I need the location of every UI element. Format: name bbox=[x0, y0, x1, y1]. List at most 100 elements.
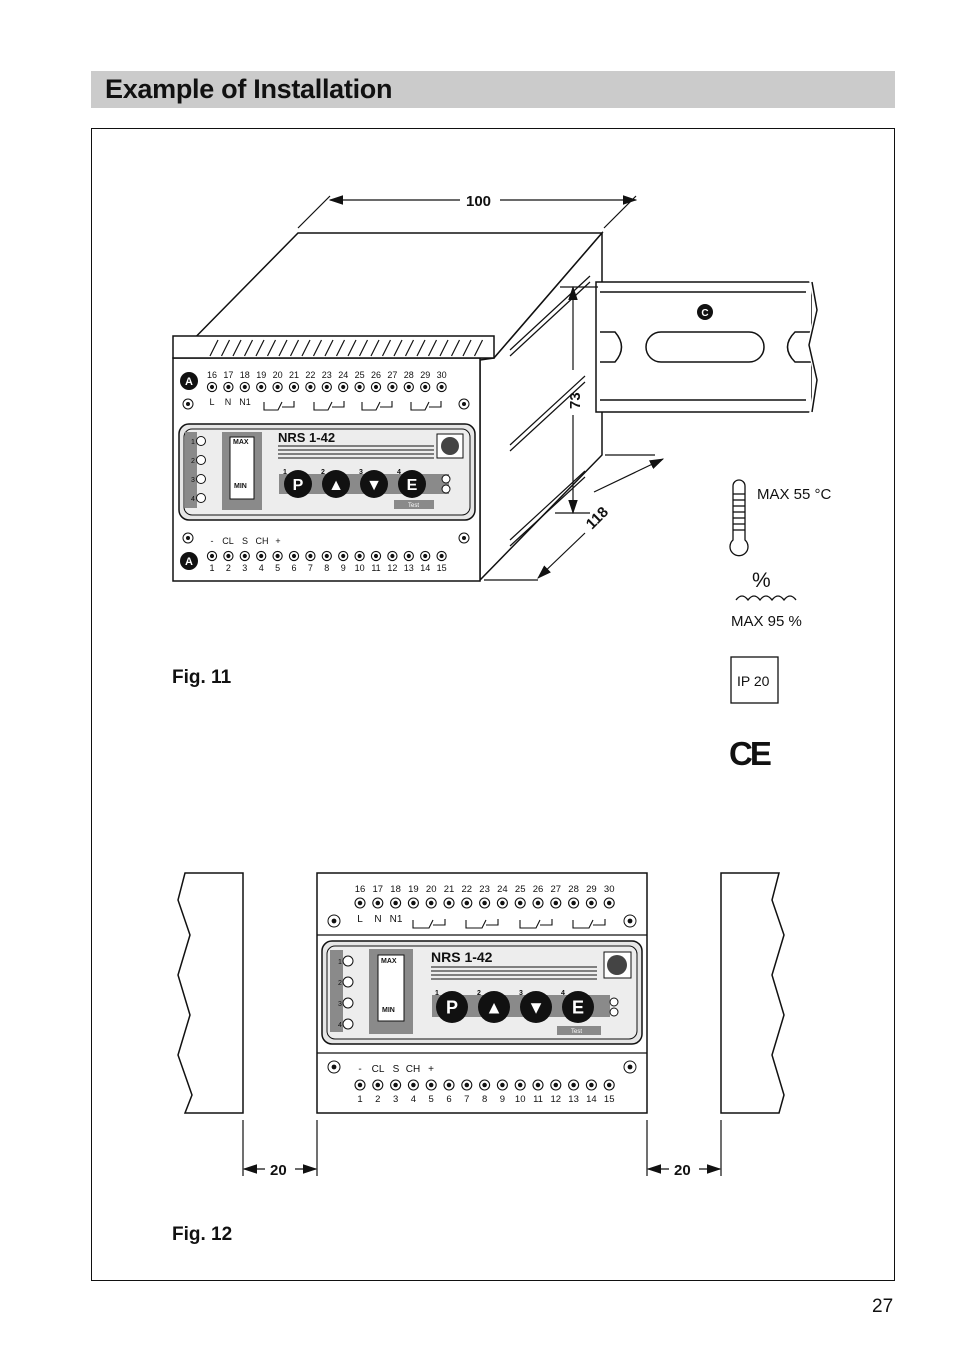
fig11-top-marker: L bbox=[209, 397, 214, 407]
front-button bbox=[562, 991, 594, 1023]
led-indicator bbox=[342, 1018, 354, 1030]
fig11-bottom-marker: CH bbox=[256, 536, 269, 546]
fig11-top-terminal-label: 30 bbox=[437, 370, 447, 380]
fig11-bottom-terminal-label: 4 bbox=[259, 563, 264, 573]
fig11-top-terminal-label: 17 bbox=[223, 370, 233, 380]
fig11-bottom-terminal-label: 12 bbox=[387, 563, 397, 573]
led-number: 4 bbox=[191, 496, 195, 503]
fig11-top-terminal-label: 18 bbox=[240, 370, 250, 380]
front-button-label: P bbox=[446, 997, 458, 1017]
led-number: 3 bbox=[191, 477, 195, 484]
fig12-bottom-marker: + bbox=[428, 1064, 434, 1075]
fig12-max-label: MAX bbox=[381, 958, 397, 965]
fig12-top-terminal-label: 27 bbox=[551, 884, 562, 895]
fig12-test-label: Test bbox=[571, 1029, 582, 1035]
front-button-number: 1 bbox=[283, 469, 287, 476]
front-button-label: ▼ bbox=[527, 997, 545, 1017]
fig12-top-terminal-label: 25 bbox=[515, 884, 526, 895]
fig11-vent-slots bbox=[209, 339, 484, 357]
fig12-top-terminal-label: 30 bbox=[604, 884, 615, 895]
terminal-marker-top-label: A bbox=[185, 376, 193, 388]
dim-height-label: 73 bbox=[567, 392, 584, 409]
fig11-bottom-terminal-label: 9 bbox=[341, 563, 346, 573]
front-button bbox=[398, 470, 426, 498]
led-number: 2 bbox=[191, 458, 195, 465]
led-indicator bbox=[196, 436, 206, 446]
fig11-min-label: MIN bbox=[234, 483, 247, 490]
terminal-marker-bottom bbox=[180, 552, 198, 570]
fig12-buttons: P1▲2▼3E4 bbox=[435, 990, 619, 1023]
front-button-number: 2 bbox=[321, 469, 325, 476]
fig11-top-terminal-label: 21 bbox=[289, 370, 299, 380]
fig11-device-label: NRS 1-42 bbox=[278, 430, 335, 445]
led-number: 3 bbox=[338, 1001, 342, 1008]
front-button-number: 3 bbox=[359, 469, 363, 476]
fig12-top-marker: L bbox=[357, 914, 363, 925]
rail-marker-label: C bbox=[701, 308, 708, 319]
fig12-top-terminal-label: 26 bbox=[533, 884, 544, 895]
humidity-icon: % bbox=[752, 569, 771, 592]
led-indicator bbox=[196, 493, 206, 503]
fig12-bottom-terminal-label: 1 bbox=[357, 1094, 362, 1105]
dim-width-label: 100 bbox=[466, 193, 491, 210]
led-number: 1 bbox=[191, 439, 195, 446]
fig12-top-terminal-label: 18 bbox=[390, 884, 401, 895]
fig11-bottom-marker: + bbox=[275, 536, 280, 546]
fig11-buttons: P1▲2▼3E4 bbox=[283, 469, 451, 498]
fig12-bottom-terminal-label: 6 bbox=[446, 1094, 451, 1105]
fig11-bottom-terminal-label: 14 bbox=[420, 563, 430, 573]
fig11-bottom-terminal-label: 10 bbox=[355, 563, 365, 573]
fig12-top-terminal-label: 22 bbox=[462, 884, 473, 895]
fig11-bottom-terminal-label: 3 bbox=[242, 563, 247, 573]
fig12-top-terminal-label: 28 bbox=[568, 884, 579, 895]
fig12-top-terminal-label: 16 bbox=[355, 884, 366, 895]
fig11-front-panel bbox=[178, 423, 476, 521]
front-button-number: 4 bbox=[397, 469, 401, 476]
fig11-top-terminal-label: 24 bbox=[338, 370, 348, 380]
fig12-bottom-marker: CH bbox=[406, 1064, 420, 1075]
front-button-number: 1 bbox=[435, 990, 439, 997]
dim-depth-label: 118 bbox=[583, 504, 612, 533]
front-button bbox=[360, 470, 388, 498]
led-indicator bbox=[342, 997, 354, 1009]
led-indicator bbox=[196, 474, 206, 484]
front-button-number: 3 bbox=[519, 990, 523, 997]
fig12-top-terminal-label: 29 bbox=[586, 884, 597, 895]
front-button bbox=[520, 991, 552, 1023]
fig11-bottom-terminal-label: 15 bbox=[437, 563, 447, 573]
terminal-marker-bottom-label: A bbox=[185, 556, 193, 568]
fig11-top-terminal-label: 28 bbox=[404, 370, 414, 380]
protection-spec: IP 20 bbox=[737, 673, 770, 689]
fig11-bottom-terminal-label: 7 bbox=[308, 563, 313, 573]
fig11-caption: Fig. 11 bbox=[172, 667, 232, 688]
fig12-top-terminal-label: 23 bbox=[479, 884, 490, 895]
fig12-bottom-terminal-label: 14 bbox=[586, 1094, 597, 1105]
fig11-top-terminal-label: 29 bbox=[420, 370, 430, 380]
fig12-bottom-marker: - bbox=[358, 1064, 361, 1075]
fig12-bottom-terminal-label: 8 bbox=[482, 1094, 487, 1105]
fig11-test-label: Test bbox=[408, 503, 419, 509]
front-button-label: E bbox=[407, 477, 418, 494]
fig11-top-marker: N bbox=[225, 397, 232, 407]
clearance-left-label: 20 bbox=[270, 1162, 287, 1179]
fig12-bottom-marker: S bbox=[393, 1064, 400, 1075]
fig12-bottom-terminal-label: 12 bbox=[551, 1094, 562, 1105]
fig12-device-label: NRS 1-42 bbox=[431, 949, 493, 965]
led-number: 2 bbox=[338, 980, 342, 987]
front-button-label: ▲ bbox=[485, 997, 503, 1017]
fig12-bottom-terminal-label: 10 bbox=[515, 1094, 526, 1105]
fig12-bottom-terminal-label: 7 bbox=[464, 1094, 469, 1105]
led-indicator bbox=[196, 455, 206, 465]
led-indicator bbox=[342, 976, 354, 988]
fig12-bottom-marker: CL bbox=[372, 1064, 385, 1075]
page-number: 27 bbox=[872, 1296, 894, 1317]
front-button bbox=[478, 991, 510, 1023]
temperature-spec: MAX 55 °C bbox=[757, 486, 832, 503]
fig12-bottom-terminal-label: 13 bbox=[568, 1094, 579, 1105]
fig12-bottom-terminal-label: 11 bbox=[533, 1094, 543, 1105]
front-button-label: E bbox=[572, 997, 584, 1017]
fig12-top-terminal-label: 17 bbox=[373, 884, 384, 895]
